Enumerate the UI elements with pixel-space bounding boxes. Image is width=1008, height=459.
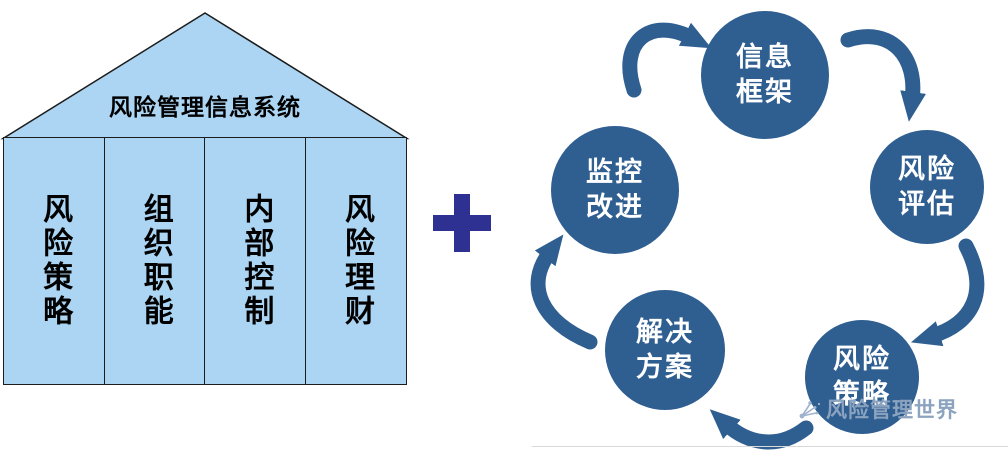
cycle-node-risk-assessment: 风险 评估 [870, 130, 984, 244]
house-column-label: 风险理财 [338, 193, 374, 329]
node-label-line: 风险 [898, 153, 956, 184]
house-column-label: 内部控制 [238, 193, 274, 329]
node-label-line: 策略 [833, 379, 891, 409]
watermark: 风险管理世界 [796, 394, 958, 424]
cycle-node-monitor-improve: 监控 改进 [551, 126, 679, 254]
node-label-line: 解决 [636, 316, 694, 347]
plus-icon [433, 194, 491, 252]
house-column-label: 风险策略 [37, 193, 73, 329]
house-column-org-functions: 组织职能 [103, 137, 206, 385]
arrow-info-to-assess [840, 29, 926, 122]
node-label-line: 方案 [636, 352, 694, 382]
node-label-line: 评估 [898, 189, 956, 219]
node-label-line: 信息 [736, 41, 794, 72]
house-column-internal-control: 内部控制 [204, 137, 307, 385]
house-column-risk-finance: 风险理财 [304, 137, 407, 385]
cycle-node-risk-strategy: 风险 策略 [805, 320, 919, 434]
dandelion-logo-icon [799, 401, 821, 419]
watermark-text: 风险管理世界 [826, 399, 958, 422]
node-label-line: 改进 [586, 192, 644, 222]
house-column-label: 组织职能 [137, 193, 173, 329]
bottom-divider [532, 446, 1008, 447]
node-label-line: 风险 [833, 343, 891, 374]
arrow-monitor-to-info [622, 22, 712, 98]
arrow-strategy-to-solution [709, 409, 814, 450]
house-columns: 风险策略 组织职能 内部控制 风险理财 [3, 137, 407, 385]
plus-icon-horizontal-bar [433, 215, 491, 231]
node-label-line: 框架 [736, 77, 794, 107]
house-roof-label: 风险管理信息系统 [109, 94, 301, 121]
cycle-node-info-framework: 信息 框架 [701, 11, 829, 139]
house-column-risk-strategy: 风险策略 [3, 137, 106, 385]
cycle-node-solution: 解决 方案 [605, 290, 725, 410]
arrow-assess-to-strategy [910, 238, 985, 347]
node-label-line: 监控 [586, 156, 644, 187]
arrow-solution-to-monitor [530, 234, 598, 350]
